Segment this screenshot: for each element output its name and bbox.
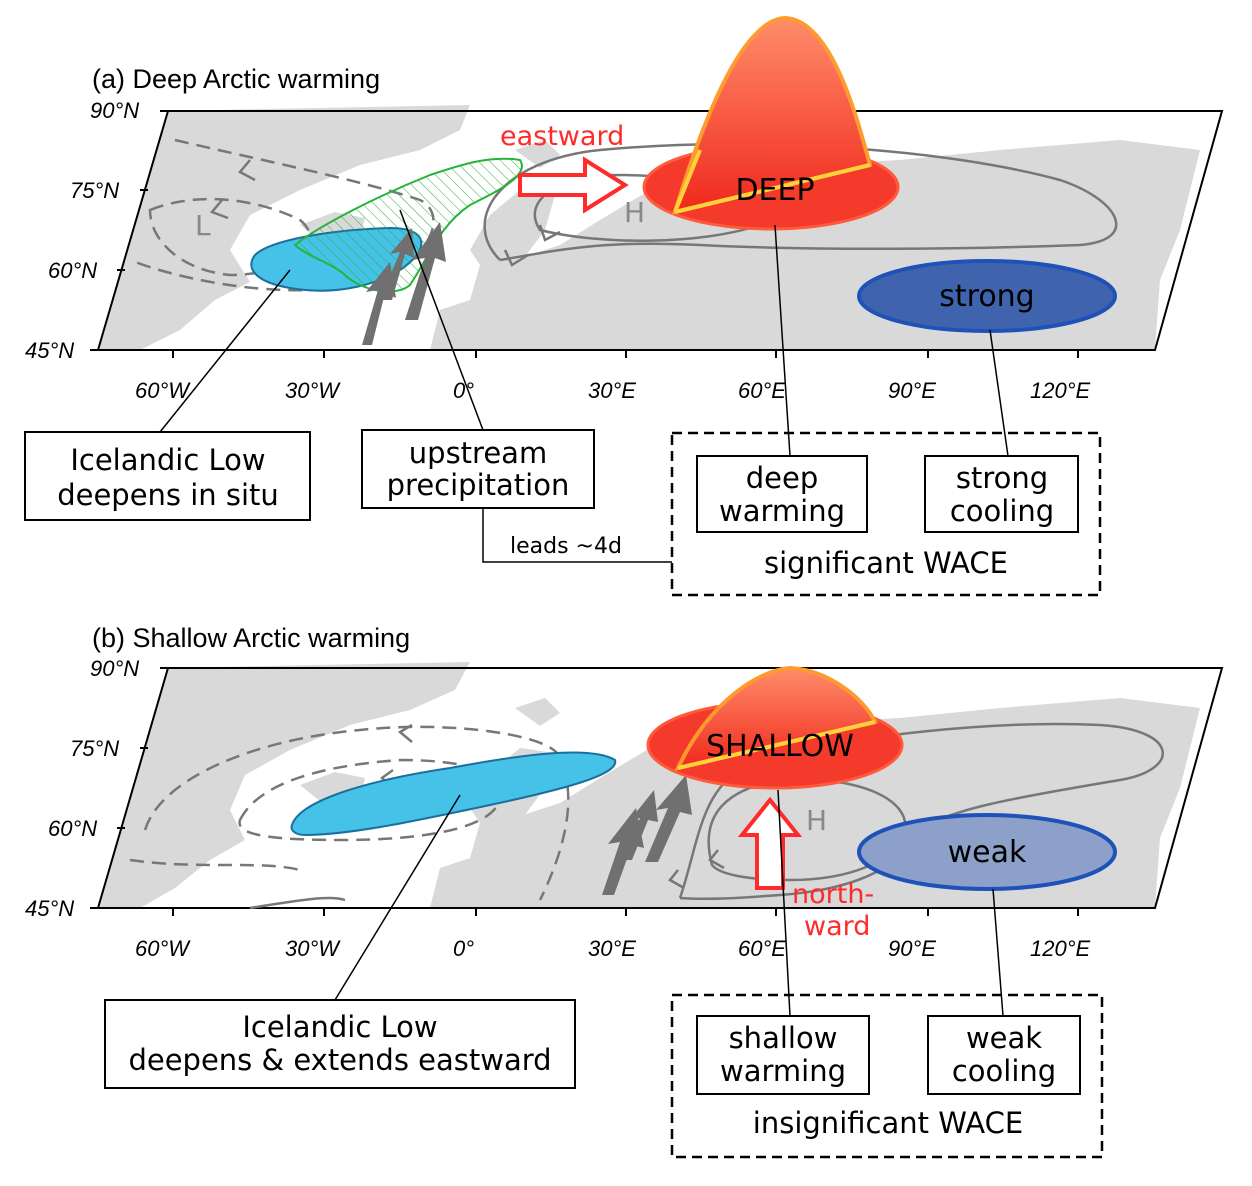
panel-a-high-arrows [503, 224, 561, 267]
panel-b-title: (b) Shallow Arctic warming [92, 623, 410, 653]
panel-a-box-cooling-line1: strong [956, 461, 1048, 495]
panel-b-ticks [90, 667, 1079, 916]
panel-b-lon-0: 0° [453, 936, 474, 961]
panel-a-ticks [90, 110, 1079, 358]
panel-a-map: 90°N 75°N 60°N 45°N 60°W 30°W 0° 30°E 60… [25, 98, 1224, 403]
panel-a-cooling-ellipse [857, 259, 1117, 333]
panel-b-lon-30w: 30°W [285, 936, 341, 961]
panel-a-lat-90: 90°N [90, 98, 139, 123]
panel-b-direction-label-line2: ward [804, 911, 870, 942]
panel-a-contour-arrows [209, 159, 256, 220]
panel-a-lat-60: 60°N [48, 258, 97, 283]
panel-a-warming-dome: DEEP [642, 15, 900, 231]
panel-b-box-warming-line2: warming [720, 1054, 846, 1088]
panel-a-land-greenland-america [98, 105, 470, 350]
panel-b-box-low-line2: deepens & extends eastward [128, 1043, 551, 1077]
panel-a-lon-60e: 60°E [738, 378, 786, 403]
panel-a-box-cooling-line2: cooling [950, 494, 1054, 528]
panel-a-lon-90e: 90°E [888, 378, 936, 403]
panel-a-box-low-line2: deepens in situ [57, 478, 279, 512]
panel-b-high-arrows [668, 849, 725, 890]
panel-b-land-svalbard [515, 698, 560, 726]
panel-b-lon-120e: 120°E [1030, 936, 1091, 961]
panel-b-land-greenland-america [98, 662, 470, 908]
panel-b-direction-label-line1: north- [792, 879, 874, 910]
panel-b-lat-60: 60°N [48, 816, 97, 841]
panel-b-box-cooling-line1: weak [966, 1021, 1042, 1055]
panel-b-map: 90°N 75°N 60°N 45°N 60°W 30°W 0° 30°E 60… [25, 656, 1224, 961]
panel-a-grey-arrows [362, 222, 446, 345]
panel-b-box-cooling-line2: cooling [952, 1054, 1056, 1088]
panel-b-box-low-line1: Icelandic Low [242, 1010, 437, 1044]
panel-a-high-marker: H [624, 196, 645, 229]
panel-a-box-low: Icelandic Low deepens in situ [24, 431, 311, 521]
panel-b-lat-75: 75°N [70, 736, 119, 761]
panel-b-lon-60e: 60°E [738, 936, 786, 961]
panel-b-wace-group: shallow warming weak cooling insignifica… [670, 993, 1104, 1159]
panel-a-lon-0: 0° [453, 378, 474, 403]
panel-b-lat-90: 90°N [90, 656, 139, 681]
panel-b-warming-dome: SHALLOW [646, 665, 904, 790]
panel-b-lon-90e: 90°E [888, 936, 936, 961]
panel-a-box-warming-line1: deep [746, 461, 819, 495]
panel-b-lon-60w: 60°W [135, 936, 191, 961]
panel-a-wace-label: significant WACE [764, 546, 1008, 580]
panel-a: (a) Deep Arctic warming 90°N 75° [24, 15, 1224, 597]
panel-a-box-precip-line2: precipitation [387, 468, 570, 502]
panel-a-eastward-arrow [518, 156, 629, 214]
panel-a-lon-30w: 30°W [285, 378, 341, 403]
panel-b-box-low: Icelandic Low deepens & extends eastward [104, 999, 576, 1089]
panel-a-box-low-line1: Icelandic Low [70, 443, 265, 477]
panel-b-icelandic-low [290, 751, 617, 837]
panel-a-cooling-label: strong [939, 279, 1034, 314]
panel-b-wace-label: insignificant WACE [753, 1106, 1023, 1140]
panel-a-lon-60w: 60°W [135, 378, 191, 403]
panel-b-warming-label: SHALLOW [706, 729, 854, 764]
panel-a-precipitation-region [293, 157, 523, 293]
panel-a-title: (a) Deep Arctic warming [92, 64, 380, 94]
panel-a-lon-30e: 30°E [588, 378, 636, 403]
panel-b-cooling-ellipse [857, 813, 1117, 891]
panel-a-wace-group: deep warming strong cooling significant … [670, 431, 1102, 597]
panel-b-lat-45: 45°N [25, 896, 74, 921]
panel-b-cooling-label: weak [948, 835, 1027, 870]
panel-a-warming-label: DEEP [735, 173, 814, 208]
panel-a-lon-120e: 120°E [1030, 378, 1091, 403]
panel-a-direction-label: eastward [500, 121, 624, 152]
panel-b: (b) Shallow Arctic warming 90°N 75°N 60°… [25, 623, 1224, 1159]
panel-a-lat-75: 75°N [70, 178, 119, 203]
panel-a-leaders [159, 209, 1009, 563]
panel-b-high-marker: H [806, 804, 827, 837]
panel-a-lat-45: 45°N [25, 338, 74, 363]
panel-b-grey-arrows [602, 775, 692, 895]
panel-a-box-precip: upstream precipitation [361, 429, 595, 509]
panel-a-box-warming-line2: warming [719, 494, 845, 528]
panel-b-lon-30e: 30°E [588, 936, 636, 961]
panel-b-box-warming-line1: shallow [729, 1021, 838, 1055]
panel-a-lead-label: leads ~4d [510, 534, 622, 559]
panel-a-box-precip-line1: upstream [409, 436, 547, 470]
panel-a-low-marker: L [195, 209, 211, 242]
